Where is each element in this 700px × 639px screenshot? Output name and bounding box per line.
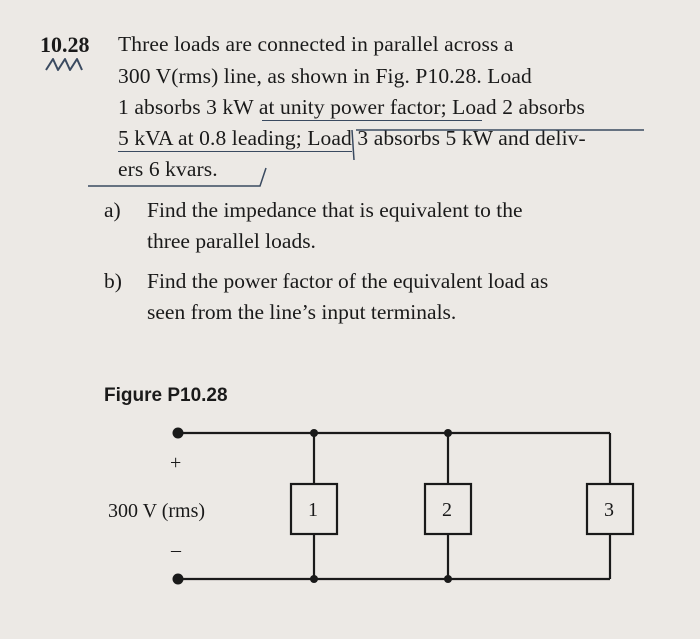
part-b-line-2: seen from the line’s input terminals.	[147, 300, 457, 324]
part-b-line-1: Find the power factor of the equivalent …	[147, 269, 549, 293]
figure-caption: Figure P10.28	[104, 385, 228, 406]
problem-line-2: 300 V(rms) line, as shown in Fig. P10.28…	[118, 64, 532, 88]
junction-node-2-top	[444, 429, 452, 437]
load-2-box	[423, 482, 473, 536]
junction-node-1-bottom	[310, 575, 318, 583]
source-voltage-label: 300 V (rms)	[108, 500, 205, 522]
negative-terminal	[172, 573, 184, 585]
problem-line-3: 1 absorbs 3 kW at unity power factor; Lo…	[118, 95, 585, 119]
part-a-line-2: three parallel loads.	[147, 229, 316, 253]
positive-terminal	[172, 427, 184, 439]
load-3-label: 3	[604, 499, 614, 521]
problem-line-5: ers 6 kvars.	[118, 157, 218, 181]
handwritten-mark-icon	[45, 58, 83, 71]
part-b-label: b)	[104, 269, 122, 293]
load-2-label: 2	[442, 499, 452, 521]
part-a-line-1: Find the impedance that is equivalent to…	[147, 198, 523, 222]
pen-underline-load1	[262, 120, 482, 121]
load-3-box	[585, 482, 635, 536]
junction-node-2-bottom	[444, 575, 452, 583]
part-a-label: a)	[104, 198, 121, 222]
load-1-label: 1	[308, 499, 318, 521]
junction-node-1-top	[310, 429, 318, 437]
pen-underline-load2	[118, 151, 352, 152]
problem-number: 10.28	[40, 32, 90, 57]
load-1-box	[289, 482, 339, 536]
pen-bracket-load3	[88, 129, 644, 187]
plus-sign: +	[170, 452, 181, 474]
problem-line-1: Three loads are connected in parallel ac…	[118, 32, 514, 56]
minus-sign: –	[170, 539, 182, 561]
